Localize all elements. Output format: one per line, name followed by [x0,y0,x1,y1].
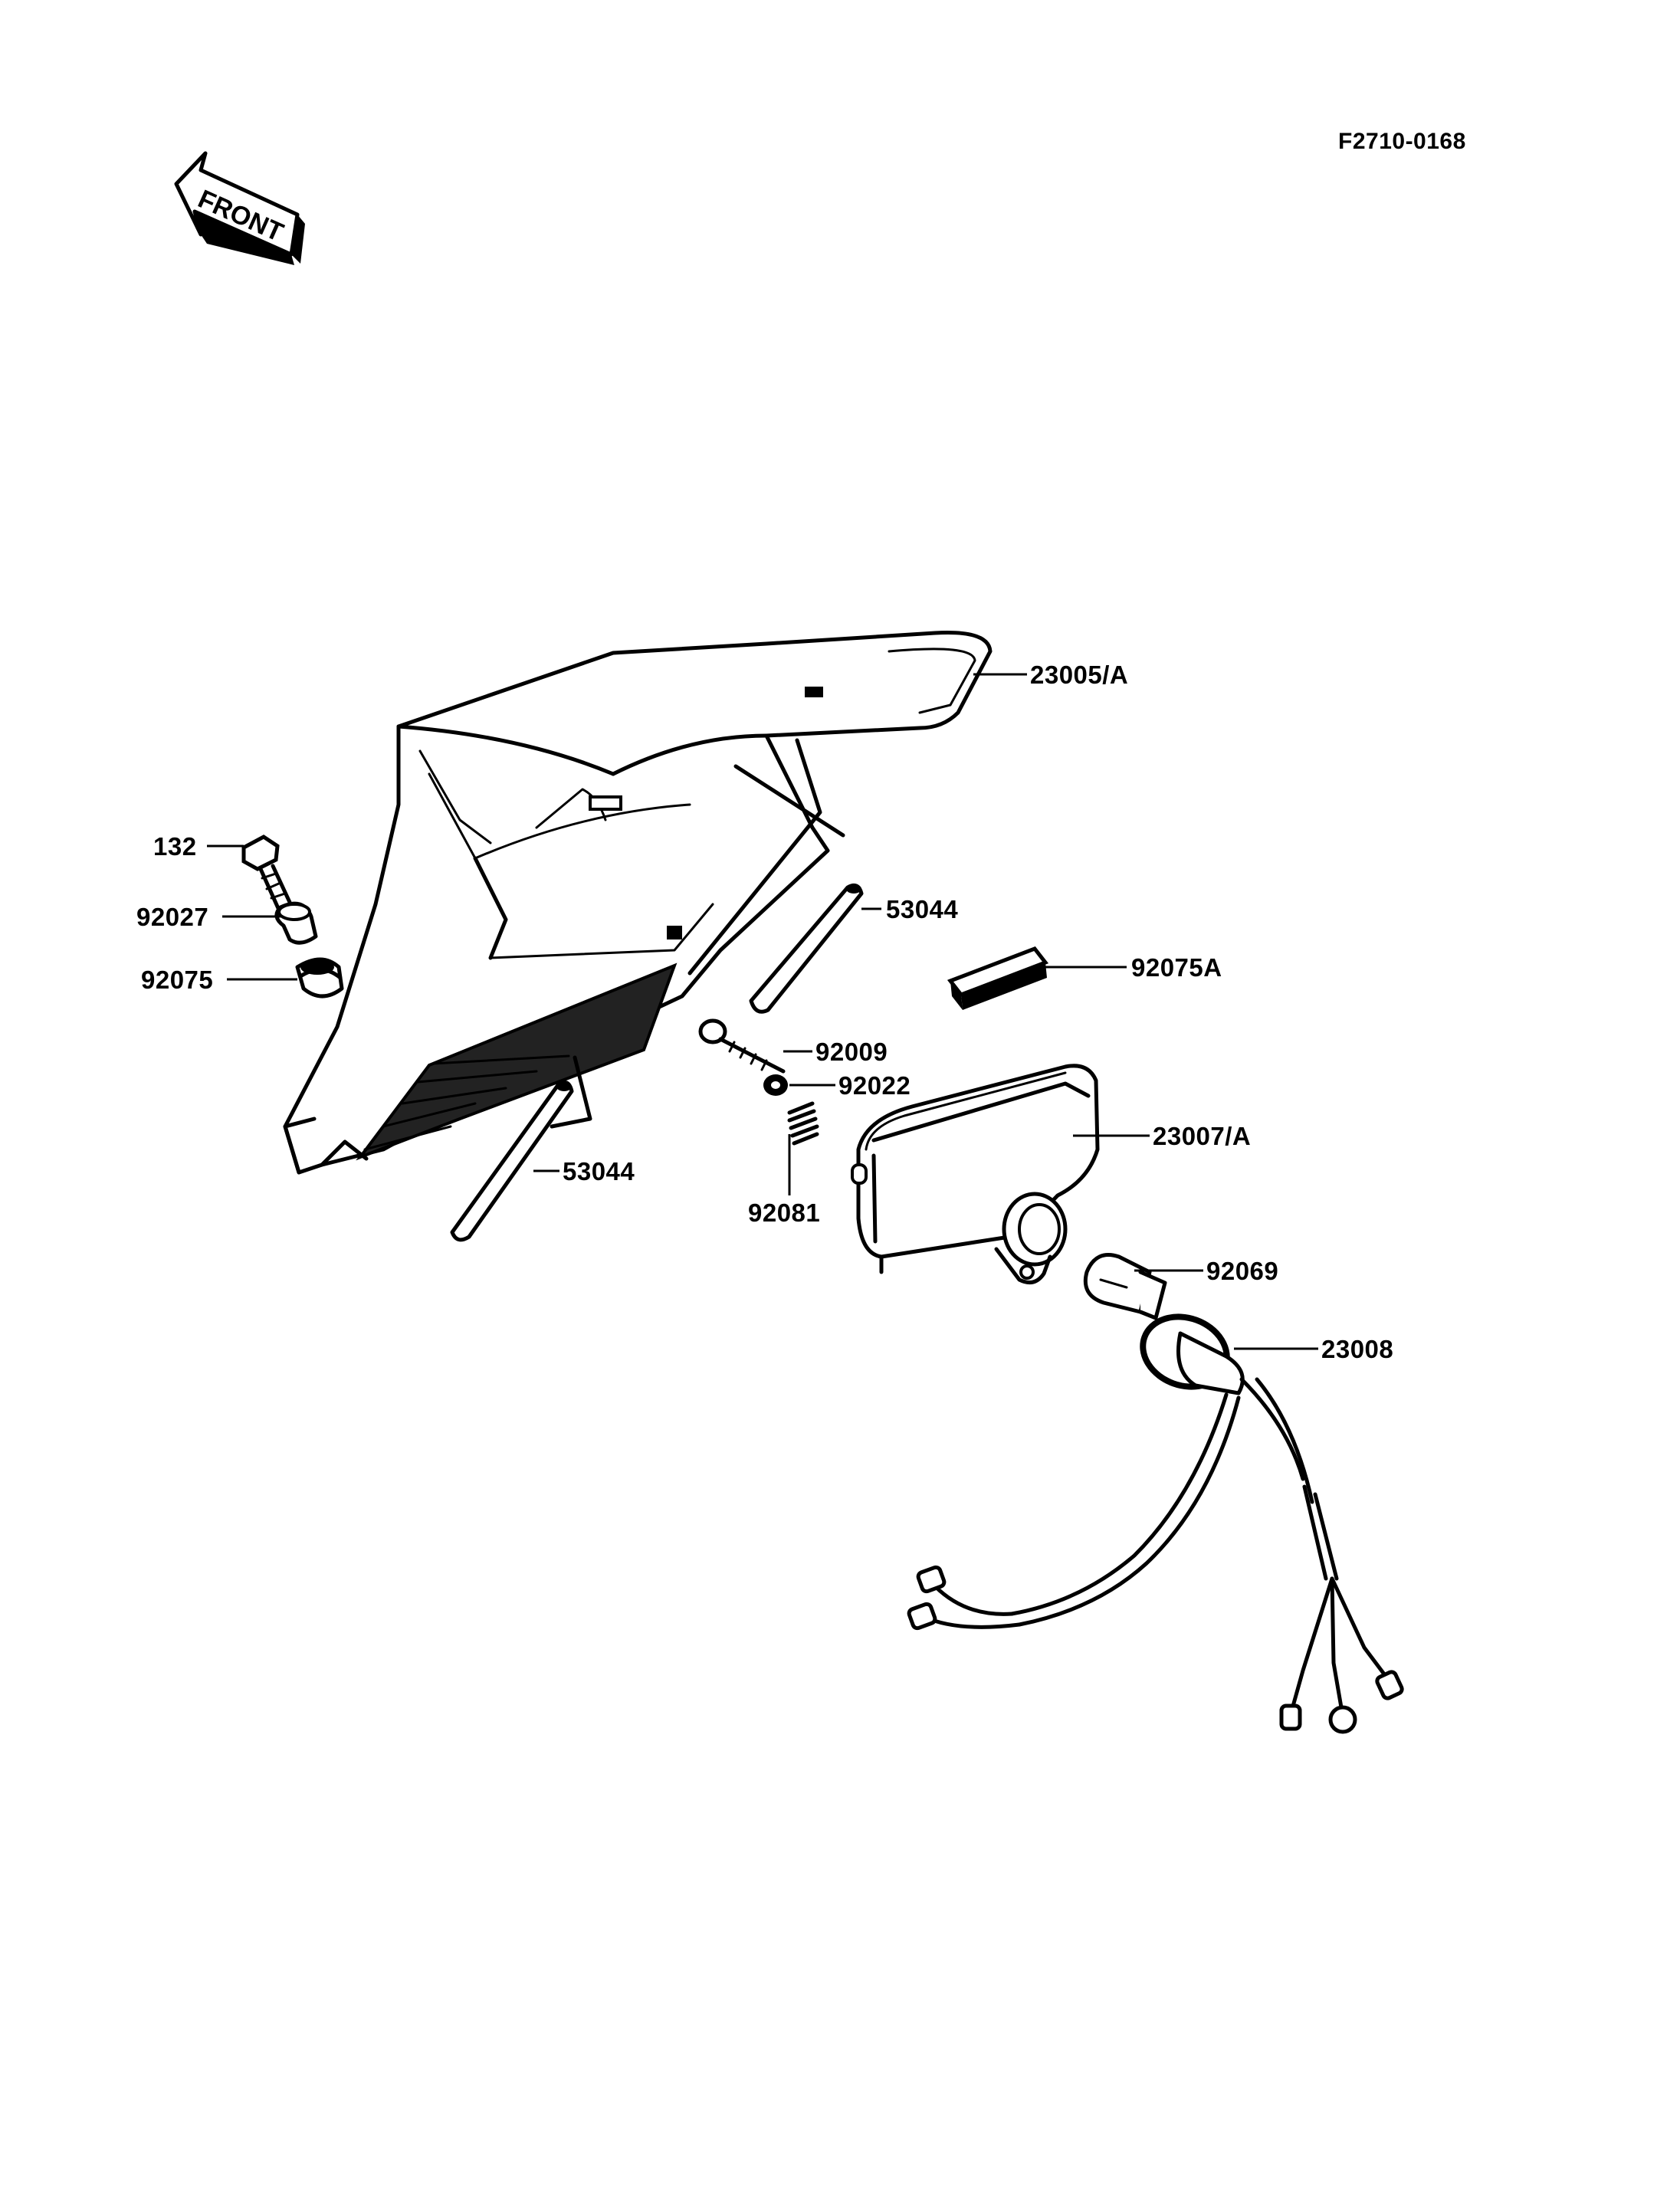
washer-92022-part [763,1074,788,1096]
part-label-23005[interactable]: 23005/A [1030,661,1129,689]
part-label-92075[interactable]: 92075 [141,966,214,994]
part-label-23008[interactable]: 23008 [1321,1335,1394,1363]
part-label-92022[interactable]: 92022 [838,1071,911,1100]
part-label-23007[interactable]: 23007/A [1153,1122,1252,1150]
collar-92027-part [274,901,318,945]
drawing-number: F2710-0168 [1338,129,1466,154]
part-label-132[interactable]: 132 [153,832,197,861]
part-label-92075a[interactable]: 92075A [1131,953,1222,982]
rod-53044-upper-part [749,883,864,1014]
tail-cowl-part [283,631,993,1175]
part-label-92027[interactable]: 92027 [136,903,209,931]
part-label-53044-lower[interactable]: 53044 [563,1157,635,1185]
lens-23007-part [851,1064,1100,1285]
spring-92081-part [787,1101,819,1146]
leader-lines [207,673,1318,1350]
part-label-92069[interactable]: 92069 [1206,1257,1279,1285]
socket-23008-part [907,1313,1404,1734]
part-label-53044-upper[interactable]: 53044 [886,895,959,923]
rod-53044-lower-part [450,1080,574,1242]
screw-92009-part [698,1018,786,1074]
arrow-left-icon: FRONT [174,151,305,265]
bulb-92069-part [1083,1253,1167,1320]
grommet-92075-part [295,957,344,998]
part-label-92081[interactable]: 92081 [748,1199,821,1227]
rubber-92075a-part [947,946,1049,1010]
bolt-132-part [241,835,295,916]
part-label-92009[interactable]: 92009 [815,1038,888,1066]
